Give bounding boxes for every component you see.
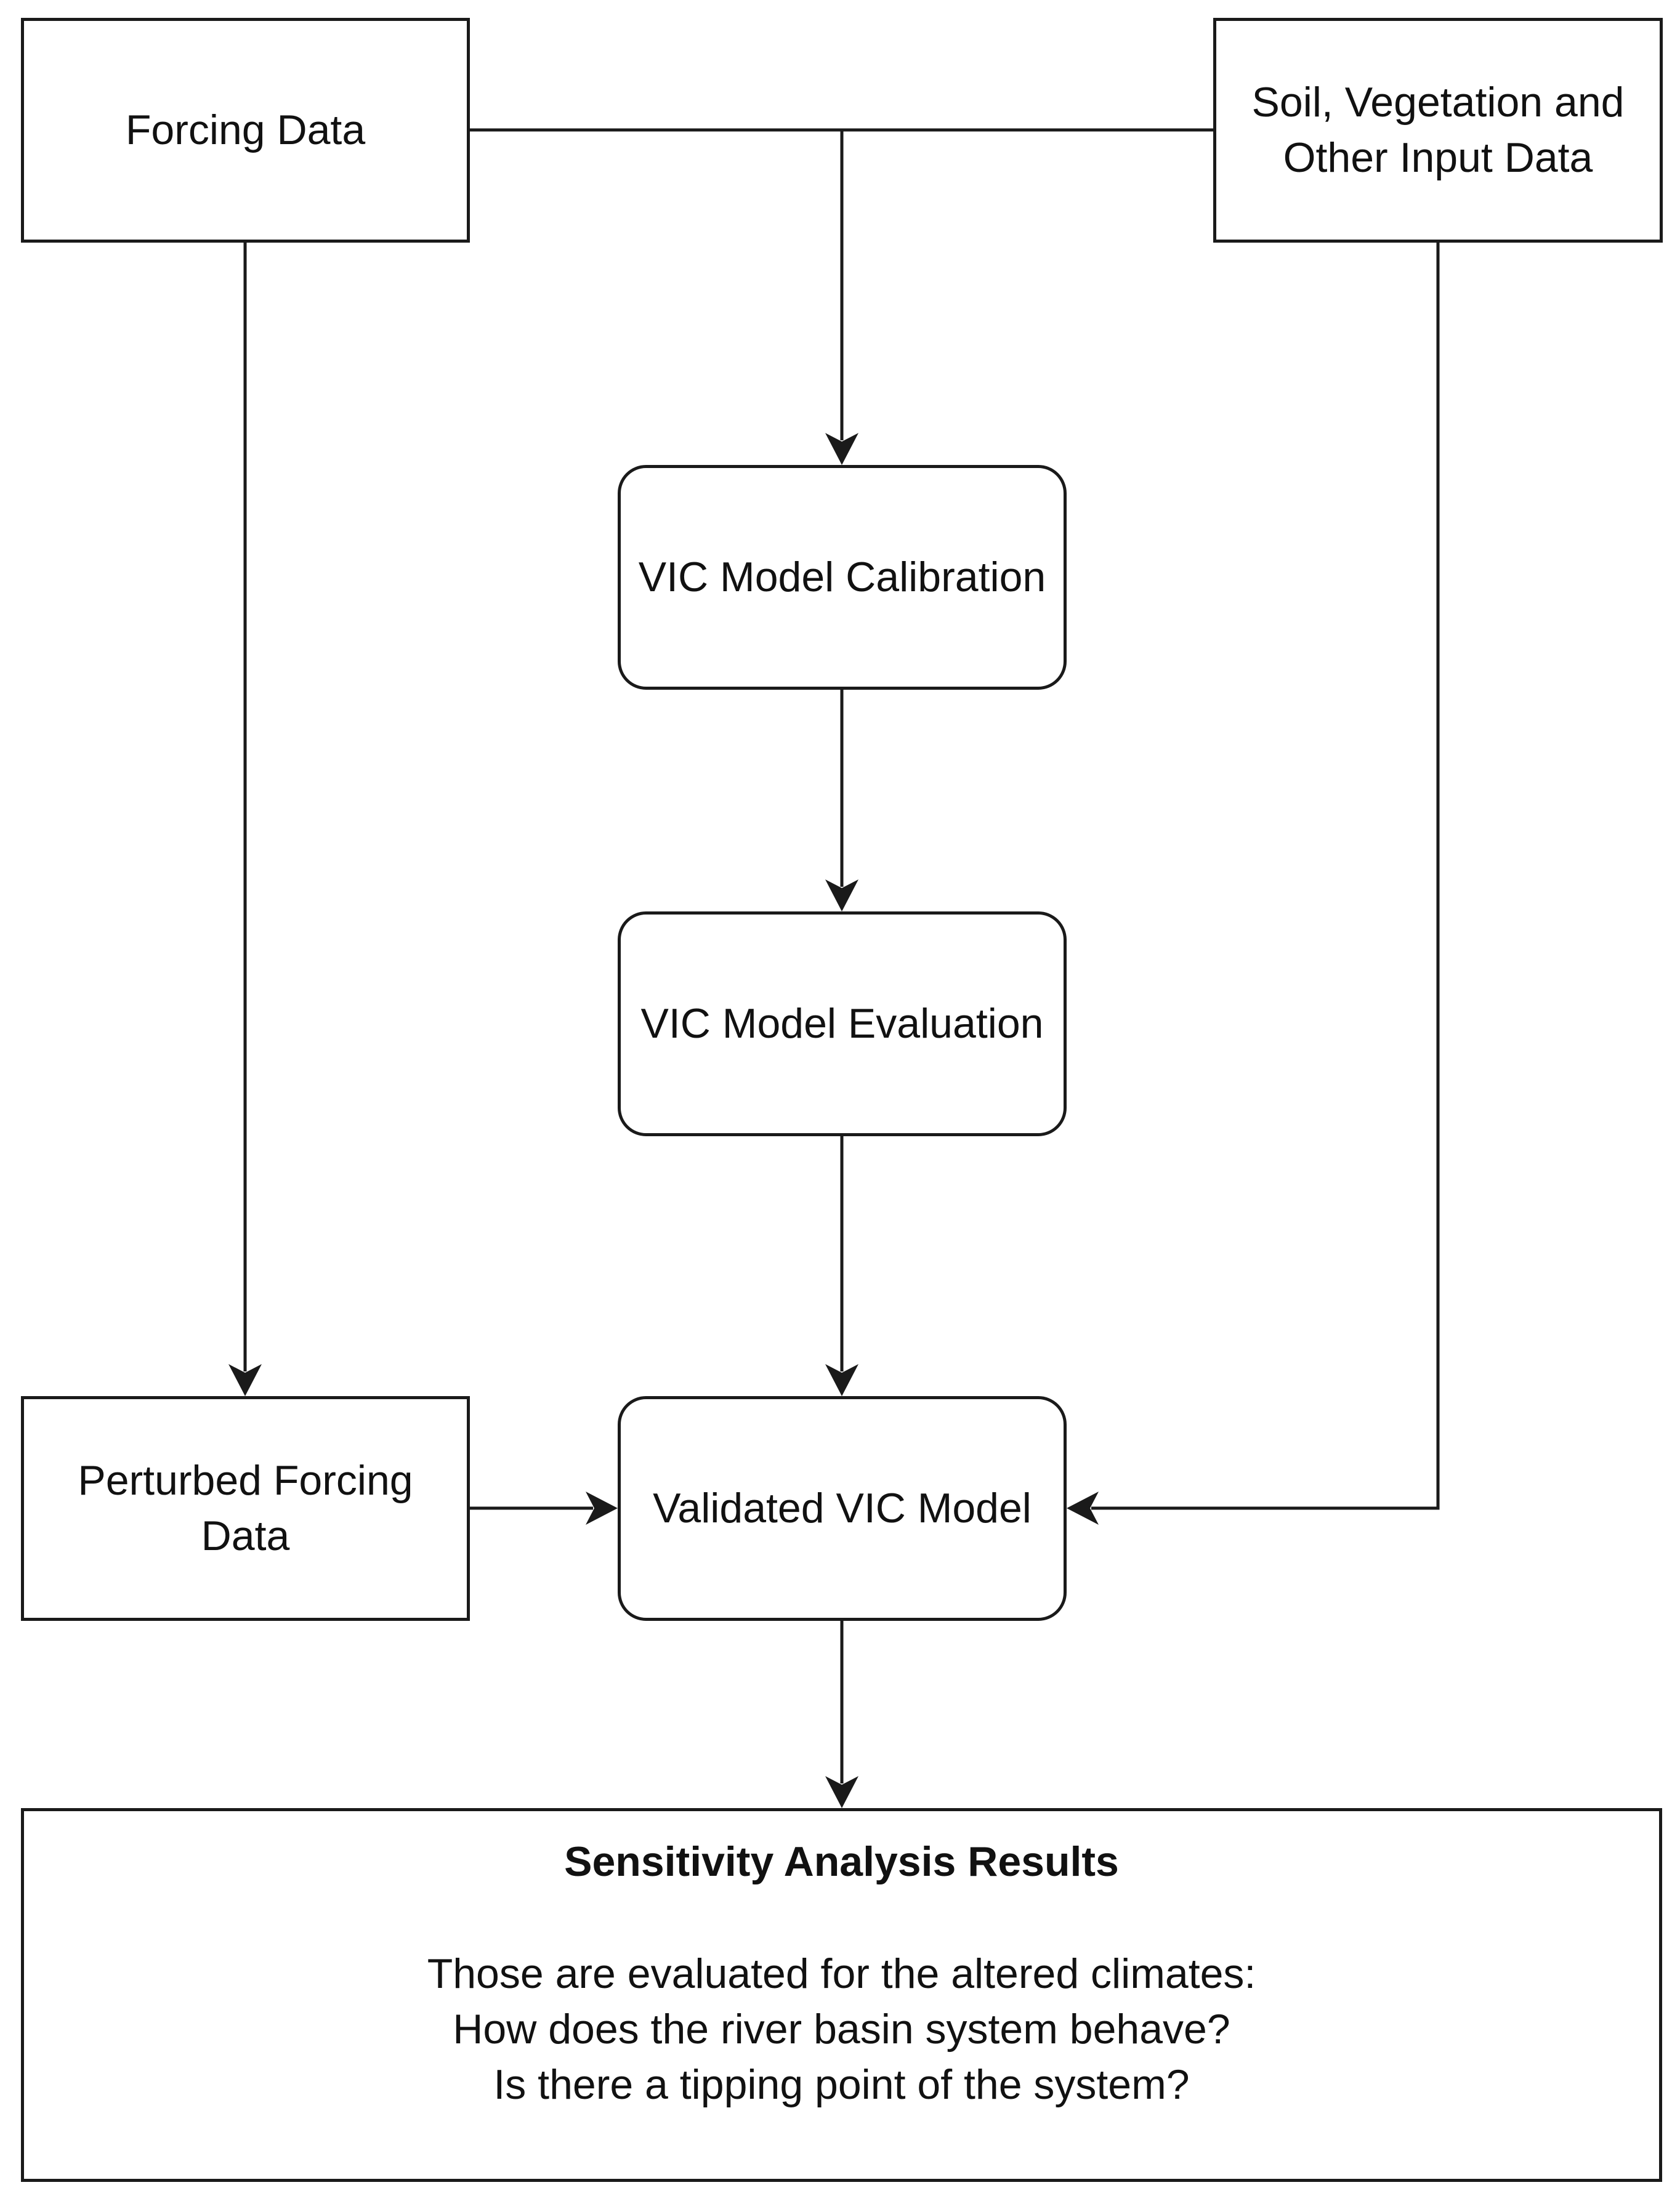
arrowhead-results: [825, 1776, 858, 1808]
forcing-data-box: Forcing Data: [21, 18, 470, 243]
soil-vegetation-input-box: Soil, Vegetation and Other Input Data: [1213, 18, 1663, 243]
arrowhead-perturbed: [228, 1364, 262, 1396]
arrow-soil-to-validated: [1091, 243, 1440, 1510]
results-title: Sensitivity Analysis Results: [564, 1838, 1119, 1885]
arrowhead-evaluation: [825, 879, 858, 911]
results-description: Those are evaluated for the altered clim…: [427, 1950, 1256, 2108]
vic-model-calibration-box: VIC Model Calibration: [618, 465, 1067, 690]
sensitivity-analysis-results-box: Sensitivity Analysis Results Those are e…: [21, 1808, 1662, 2182]
vic-model-evaluation-box: VIC Model Evaluation: [618, 911, 1067, 1136]
arrowhead-validated-top: [825, 1364, 858, 1396]
forcing-data-label: Forcing Data: [125, 106, 366, 153]
arrowhead-calibration: [825, 433, 858, 465]
arrowhead-validated-left: [586, 1492, 618, 1525]
arrowhead-validated-right: [1067, 1492, 1099, 1525]
validated-vic-model-label: Validated VIC Model: [653, 1484, 1032, 1532]
perturbed-forcing-data-box: Perturbed Forcing Data: [21, 1396, 470, 1621]
perturbed-forcing-data-label: Perturbed Forcing Data: [78, 1456, 413, 1559]
vic-model-calibration-label: VIC Model Calibration: [638, 553, 1046, 600]
soil-vegetation-label: Soil, Vegetation and Other Input Data: [1251, 78, 1625, 181]
validated-vic-model-box: Validated VIC Model: [618, 1396, 1067, 1621]
vic-model-evaluation-label: VIC Model Evaluation: [640, 1000, 1044, 1047]
